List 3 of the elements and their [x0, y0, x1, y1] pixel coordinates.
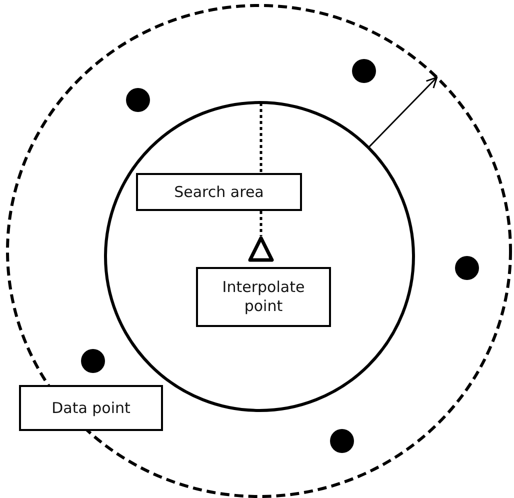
- arrow: [368, 76, 438, 148]
- interpolate-point-label: Interpolate point: [196, 267, 331, 327]
- search-area-label: Search area: [136, 173, 302, 211]
